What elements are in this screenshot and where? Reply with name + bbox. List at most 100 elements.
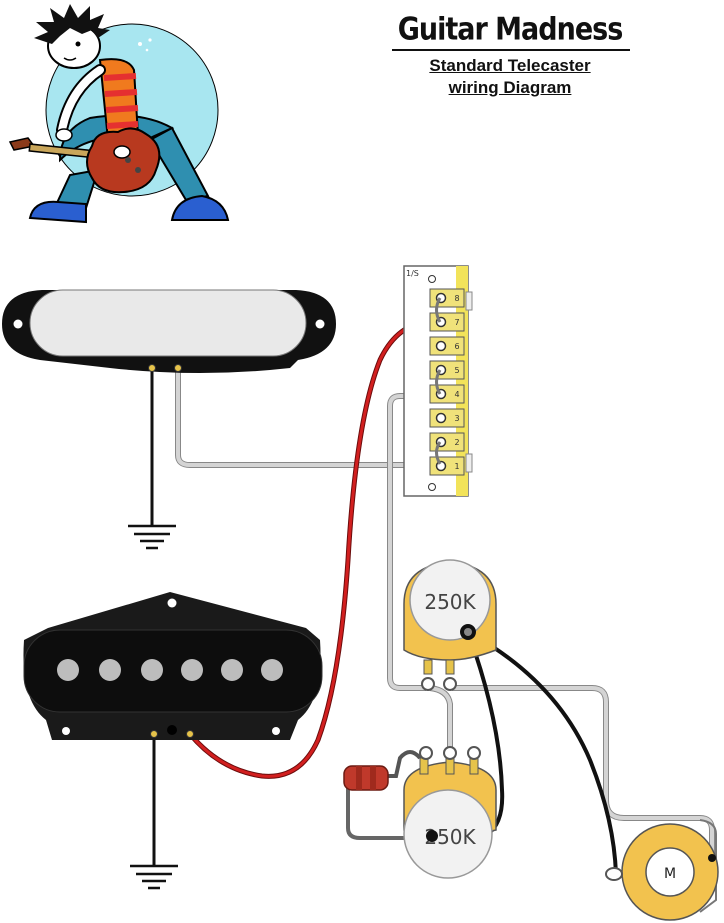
bridge-ground-symbol [130, 864, 178, 890]
sparkle-dot [148, 38, 152, 42]
pole-piece [181, 659, 203, 681]
volume-pot-shaft-face [409, 559, 491, 641]
pole-piece [141, 659, 163, 681]
capacitor-band [370, 766, 376, 790]
volume-pot-wiper-center [464, 628, 472, 636]
tone-pot-lug-hole [467, 746, 481, 760]
subtitle-line-2: wiring Diagram [448, 78, 572, 97]
tone-pot-lug-hole [419, 746, 433, 760]
capacitor-band [356, 766, 362, 790]
volume-pot-lug-1 [423, 659, 433, 675]
volume-to-jack-wire [452, 686, 714, 858]
switch-terminal-number: 1 [454, 462, 459, 471]
switch-terminal-number: 2 [454, 438, 459, 447]
tone-pot: 250K [403, 746, 497, 879]
volume-to-tone-wire [429, 686, 452, 750]
volume-pot-lug-hole [443, 677, 457, 691]
volume-pot-lug-hole [421, 677, 435, 691]
guitar-body [86, 127, 161, 194]
volume-pot: 250K [403, 559, 497, 691]
neck-pickup-lead-black [148, 364, 156, 372]
output-jack-center [645, 847, 695, 897]
guitarist-hair [34, 4, 110, 44]
switch-label: 1/S [406, 269, 419, 278]
output-jack-sleeve-lug [605, 867, 623, 881]
bridge-pickup-center-screw [167, 725, 177, 735]
output-jack-label: M [664, 866, 676, 882]
volume-pot-lug-2 [445, 659, 455, 675]
brand-title: Guitar Madness [397, 11, 624, 48]
switch-terminal-hole [435, 412, 447, 424]
bridge-pickup-mount-hole [167, 598, 177, 608]
guitarist-mouth [63, 57, 77, 61]
guitarist-hand [55, 128, 73, 142]
switch-jumper-7-8 [435, 297, 442, 323]
pole-piece [221, 659, 243, 681]
switch-terminal-number: 3 [454, 414, 459, 423]
guitar-knob [135, 167, 141, 173]
output-jack-tip-lug [699, 819, 717, 913]
neck-hot-wire [176, 368, 438, 467]
bridge-pickup [23, 592, 323, 740]
guitarist-arm [58, 66, 104, 134]
volume-to-jack-ground-wire [467, 630, 618, 875]
bridge-pickup-lead-red [186, 730, 194, 738]
bridge-hot-wire [188, 320, 441, 778]
tone-pot-lug-3 [469, 757, 479, 775]
guitarist-left-shoe [28, 200, 87, 224]
ground-symbol-lines [128, 524, 176, 550]
neck-pickup-mount-hole [315, 319, 325, 329]
neck-ground-symbol [128, 524, 176, 550]
capacitor-lead-bottom [346, 786, 430, 840]
bridge-pickup-lead-black [150, 730, 158, 738]
pole-piece [261, 659, 283, 681]
tone-capacitor [343, 765, 389, 791]
switch-jumper-1-2 [435, 441, 442, 465]
pole-piece [99, 659, 121, 681]
selector-switch: 1/S 8 7 6 5 4 3 2 1 [403, 265, 473, 497]
guitarist-logo [8, 4, 230, 224]
brand-underline [392, 49, 630, 51]
guitarist-strum-hand [113, 145, 131, 159]
switch-terminal-number: 8 [454, 294, 459, 303]
neck-pickup-mount-hole [13, 319, 23, 329]
switch-terminal-hole [435, 340, 447, 352]
neck-pickup-lead-white [174, 364, 182, 372]
sparkle-dot [145, 48, 149, 52]
switch-tab [465, 453, 473, 473]
bridge-pickup-bobbin [23, 629, 323, 713]
pole-piece [57, 659, 79, 681]
tone-pot-lug-hole [443, 746, 457, 760]
switch-tab [465, 291, 473, 311]
tone-pot-ground-solder [426, 830, 438, 842]
switch-mount-hole [428, 275, 436, 283]
switch-terminal-number: 5 [454, 366, 459, 375]
output-jack-tip-solder [708, 854, 716, 862]
guitarist-right-shoe [170, 194, 230, 221]
shirt-stripes [103, 73, 139, 129]
output-jack: M [605, 819, 719, 921]
guitar-knob [125, 157, 131, 163]
switch-terminal-number: 6 [454, 342, 459, 351]
neck-pickup [2, 289, 336, 373]
switch-mount-hole [428, 483, 436, 491]
tone-pot-lug-1 [419, 757, 429, 775]
ground-symbol-lines [130, 864, 178, 890]
capacitor-lead-top [384, 750, 422, 778]
capacitor-body [343, 765, 389, 791]
subtitle-line-1: Standard Telecaster [429, 56, 591, 75]
sparkle-dot [138, 42, 142, 46]
switch-to-volume-wire [388, 394, 440, 690]
switch-jumper-4-5 [435, 369, 442, 395]
neck-pickup-cover [29, 289, 307, 357]
switch-terminal-number: 4 [454, 390, 459, 399]
volume-pot-value: 250K [424, 590, 476, 614]
neck-hot-wire-outline [175, 368, 438, 468]
switch-terminal-number: 7 [454, 318, 459, 327]
bridge-pickup-mount-hole [272, 727, 280, 735]
bridge-pickup-mount-hole [62, 727, 70, 735]
tone-pot-lug-2 [445, 757, 455, 775]
guitarist-eye [75, 41, 81, 47]
